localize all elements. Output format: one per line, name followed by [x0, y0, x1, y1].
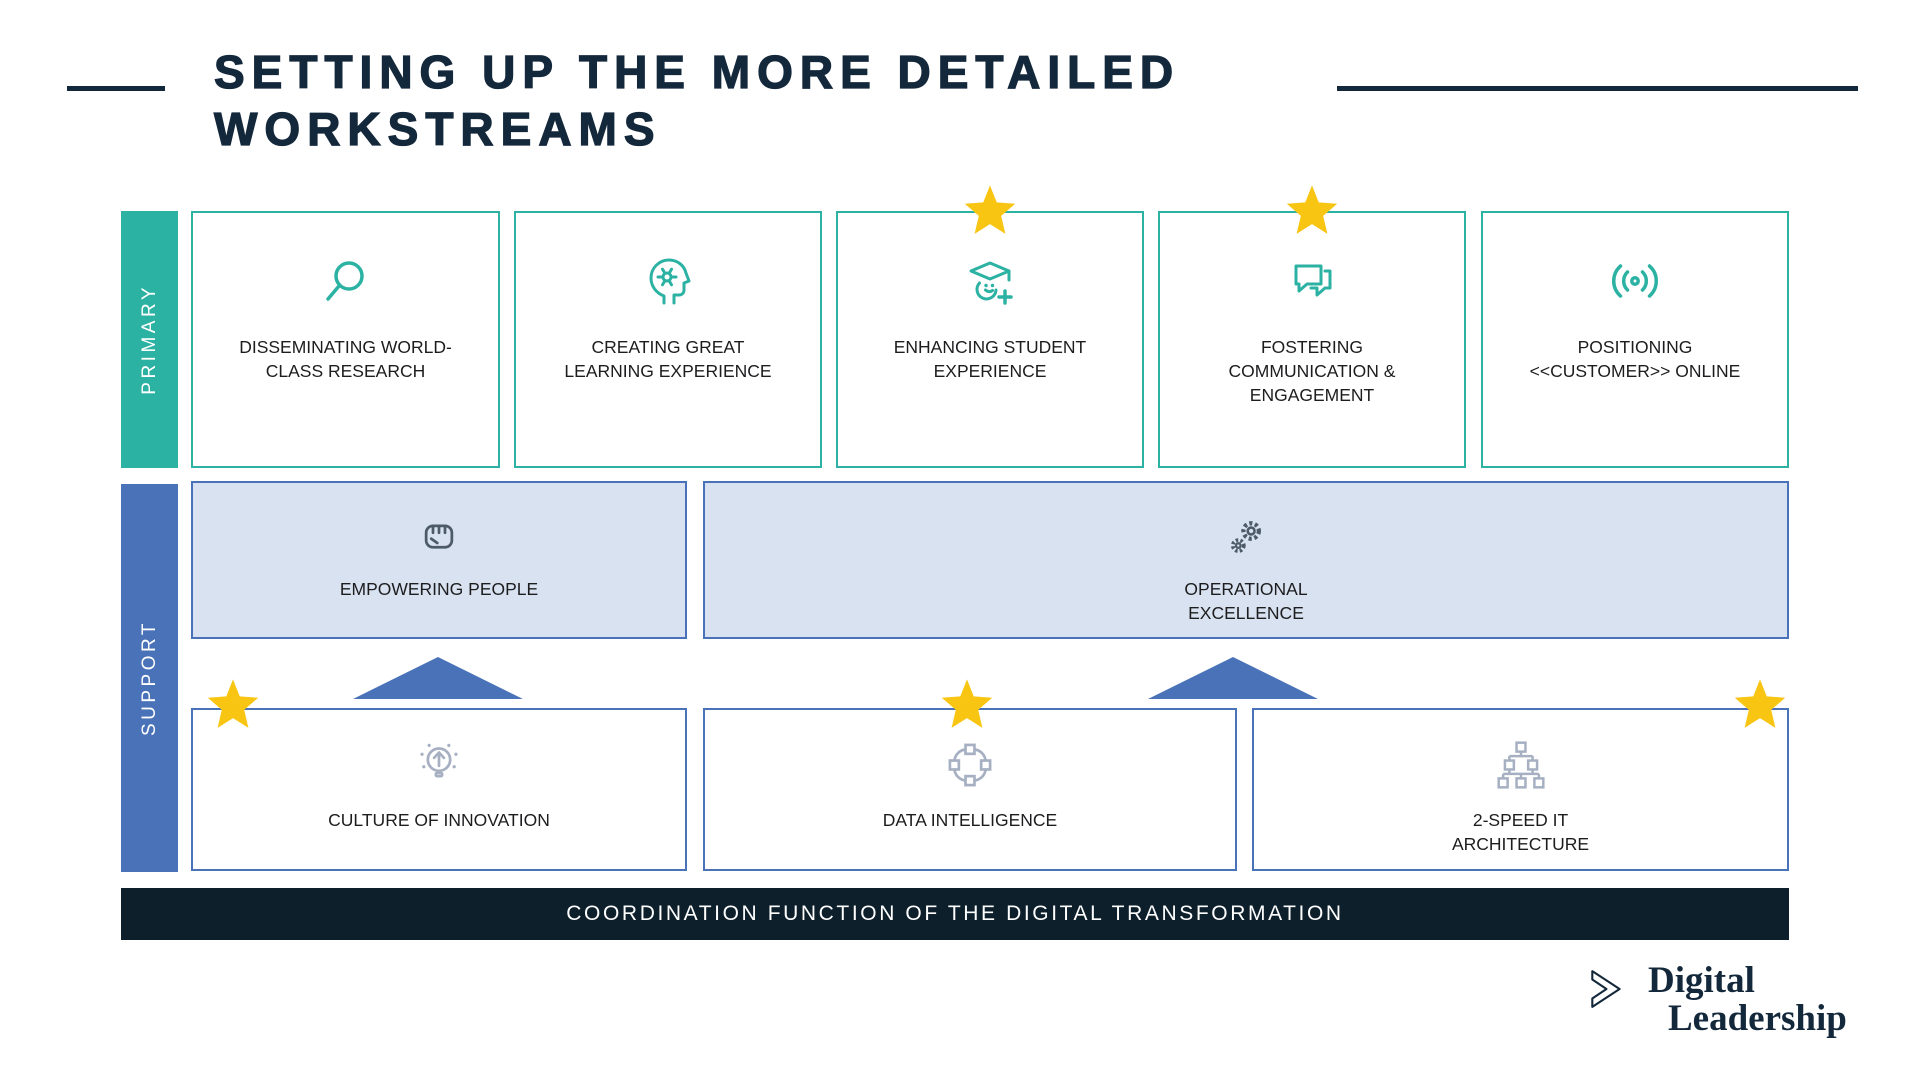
primary-row-label: PRIMARY	[138, 284, 160, 395]
workstream-box-disseminating-research: DISSEMINATING WORLD-CLASS RESEARCH	[191, 211, 500, 468]
logo-line1: Digital	[1648, 960, 1755, 1001]
workstream-label: CREATING GREAT LEARNING EXPERIENCE	[564, 337, 772, 381]
priority-star-icon	[964, 185, 1016, 234]
workstream-label: EMPOWERING PEOPLE	[339, 579, 539, 599]
workstream-label: DATA INTELLIGENCE	[882, 810, 1058, 830]
graduate-icon	[969, 261, 1013, 305]
workstream-label: 2-SPEED IT ARCHITECTURE	[1451, 810, 1590, 854]
workstream-box-data-intelligence: DATA INTELLIGENCE	[703, 708, 1237, 871]
coordination-bar: COORDINATION FUNCTION OF THE DIGITAL TRA…	[121, 888, 1789, 940]
up-arrow-icon	[1148, 657, 1318, 699]
data-flow-icon	[948, 743, 992, 787]
logo-wordmark: Digital Leadership	[1648, 962, 1847, 1038]
priority-star-icon	[1286, 185, 1338, 234]
workstream-box-communication: FOSTERING COMMUNICATION & ENGAGEMENT	[1158, 211, 1466, 468]
digital-leadership-logo: Digital Leadership	[1588, 962, 1847, 1038]
logo-line2: Leadership	[1668, 998, 1847, 1039]
chevron-logo-icon	[1591, 970, 1621, 1008]
magnifier-icon	[325, 261, 364, 301]
workstream-box-student-experience: ENHANCING STUDENT EXPERIENCE	[836, 211, 1144, 468]
page-title-line2: WORKSTREAMS	[213, 102, 662, 155]
title-rule-right	[1337, 86, 1858, 91]
head-gear-icon	[649, 258, 691, 305]
priority-star-icon	[941, 679, 993, 728]
title-rule-left	[67, 86, 165, 91]
support-row-label: SUPPORT	[138, 619, 160, 736]
broadcast-icon	[1611, 264, 1659, 298]
workstream-box-it-architecture: 2-SPEED IT ARCHITECTURE	[1252, 708, 1789, 871]
workstream-box-learning-experience: CREATING GREAT LEARNING EXPERIENCE	[514, 211, 822, 468]
innovation-bulb-icon	[420, 743, 458, 778]
up-arrow-icon	[353, 657, 523, 699]
chat-bubbles-icon	[1294, 264, 1332, 297]
workstream-box-culture-innovation: CULTURE OF INNOVATION	[191, 708, 687, 871]
workstream-label: POSITIONING <<CUSTOMER>> ONLINE	[1529, 337, 1741, 381]
priority-star-icon	[207, 679, 259, 728]
workstream-label: DISSEMINATING WORLD-CLASS RESEARCH	[239, 337, 452, 381]
workstream-label: FOSTERING COMMUNICATION & ENGAGEMENT	[1228, 337, 1396, 405]
workstream-box-positioning-online: POSITIONING <<CUSTOMER>> ONLINE	[1481, 211, 1789, 468]
fist-icon	[424, 524, 454, 549]
workstream-label: ENHANCING STUDENT EXPERIENCE	[893, 337, 1087, 381]
primary-row-strip: PRIMARY	[121, 211, 178, 468]
workstream-label: OPERATIONAL EXCELLENCE	[1184, 579, 1308, 623]
coordination-bar-label: COORDINATION FUNCTION OF THE DIGITAL TRA…	[566, 902, 1344, 925]
support-row-strip: SUPPORT	[121, 484, 178, 872]
workstream-box-operational-excellence: OPERATIONAL EXCELLENCE	[703, 481, 1789, 639]
page-title-line1: SETTING UP THE MORE DETAILED	[213, 45, 1181, 98]
it-architecture-icon	[1496, 741, 1545, 789]
workstream-box-empowering-people: EMPOWERING PEOPLE	[191, 481, 687, 639]
workstream-label: CULTURE OF INNOVATION	[328, 810, 550, 830]
gears-icon	[1230, 521, 1261, 553]
priority-star-icon	[1734, 679, 1786, 728]
page-title: SETTING UP THE MORE DETAILED WORKSTREAMS	[213, 44, 1181, 158]
